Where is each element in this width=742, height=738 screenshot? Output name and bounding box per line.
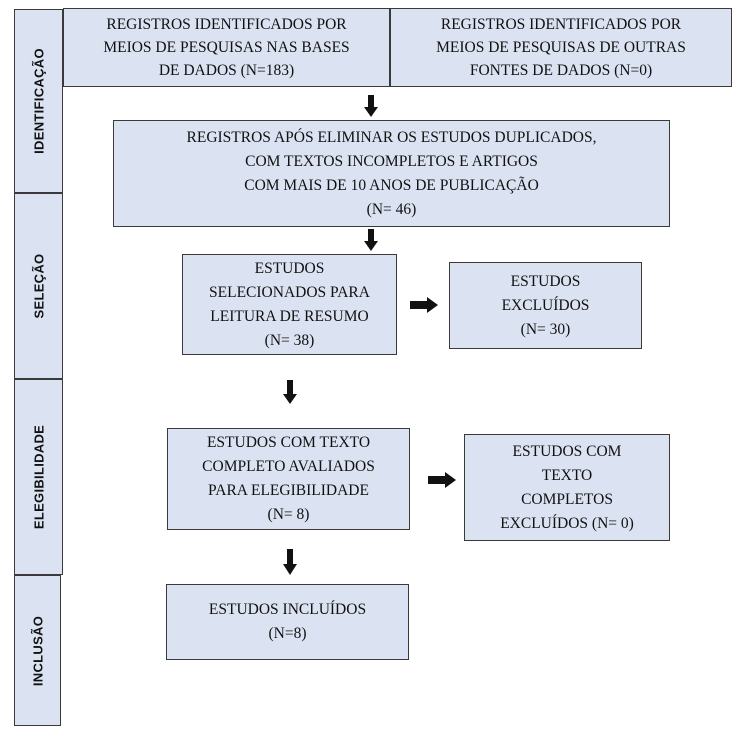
box-included-line-1: ESTUDOS INCLUÍDOS	[208, 601, 367, 618]
box-other-sources-line-3: FONTES DE DADOS (N=0)	[469, 62, 653, 79]
box-after-duplicates-line-2: COM TEXTOS INCOMPLETOS E ARTIGOS	[245, 152, 538, 170]
box-included: ESTUDOS INCLUÍDOS (N=8)	[166, 584, 409, 660]
arrow-down-1	[364, 95, 378, 117]
box-after-duplicates-line-1: REGISTROS APÓS ELIMINAR OS ESTUDOS DUPLI…	[186, 128, 597, 146]
box-fulltext-assessed: ESTUDOS COM TEXTO COMPLETO AVALIADOS PAR…	[167, 428, 410, 530]
box-included-line-2: (N=8)	[268, 625, 307, 642]
box-abstract-screening-line-4: (N= 38)	[264, 331, 315, 349]
box-fulltext-excluded-line-3: COMPLETOS	[521, 490, 613, 508]
box-fulltext-assessed-line-1: ESTUDOS COM TEXTO	[206, 434, 371, 451]
box-fulltext-excluded-line-1: ESTUDOS COM	[512, 442, 622, 460]
stage-elegibilidade: ELEGIBILIDADE	[14, 379, 63, 575]
box-after-duplicates-line-4: (N= 46)	[366, 200, 417, 218]
box-other-sources: REGISTROS IDENTIFICADOS POR MEIOS DE PES…	[390, 8, 732, 87]
box-other-sources-line-2: MEIOS DE PESQUISAS DE OUTRAS	[436, 39, 686, 56]
arrow-down-2	[364, 229, 378, 251]
box-abstract-screening-line-2: SELECIONADOS PARA	[209, 283, 370, 301]
box-fulltext-assessed-line-4: (N= 8)	[267, 506, 310, 523]
arrow-right-1	[410, 297, 438, 313]
box-excluded-screening: ESTUDOS EXCLUÍDOS (N= 30)	[449, 262, 642, 349]
box-databases-line-2: MEIOS DE PESQUISAS NAS BASES	[103, 39, 350, 56]
box-fulltext-assessed-line-3: PARA ELEGIBILIDADE	[208, 482, 369, 499]
box-fulltext-assessed-line-2: COMPLETO AVALIADOS	[202, 458, 375, 475]
stage-label-elegibilidade: ELEGIBILIDADE	[31, 424, 46, 530]
box-abstract-screening-line-1: ESTUDOS	[254, 259, 325, 277]
box-databases-line-1: REGISTROS IDENTIFICADOS POR	[106, 16, 347, 33]
box-after-duplicates-line-3: COM MAIS DE 10 ANOS DE PUBLICAÇÃO	[244, 176, 539, 194]
box-databases-line-3: DE DADOS (N=183)	[158, 62, 295, 79]
stage-selecao: SELEÇÃO	[14, 193, 63, 379]
box-abstract-screening-line-3: LEITURA DE RESUMO	[210, 307, 369, 325]
box-fulltext-excluded-line-2: TEXTO	[541, 466, 593, 484]
box-excluded-screening-line-1: ESTUDOS	[510, 272, 581, 290]
stage-identificacao: IDENTIFICAÇÃO	[14, 9, 63, 193]
box-fulltext-excluded: ESTUDOS COM TEXTO COMPLETOS EXCLUÍDOS (N…	[464, 434, 670, 541]
arrow-down-4	[283, 549, 297, 575]
box-excluded-screening-line-3: (N= 30)	[520, 320, 571, 338]
box-after-duplicates: REGISTROS APÓS ELIMINAR OS ESTUDOS DUPLI…	[113, 120, 670, 227]
box-databases: REGISTROS IDENTIFICADOS POR MEIOS DE PES…	[63, 8, 390, 87]
box-other-sources-line-1: REGISTROS IDENTIFICADOS POR	[440, 16, 682, 33]
arrow-down-3	[283, 380, 297, 404]
arrow-right-2	[428, 472, 456, 488]
box-excluded-screening-line-2: EXCLUÍDOS	[501, 296, 590, 314]
stage-label-identificacao: IDENTIFICAÇÃO	[31, 48, 46, 154]
box-abstract-screening: ESTUDOS SELECIONADOS PARA LEITURA DE RES…	[182, 254, 397, 355]
stage-label-inclusao: INCLUSÃO	[30, 615, 45, 686]
stage-inclusao: INCLUSÃO	[14, 575, 61, 726]
stage-label-selecao: SELEÇÃO	[31, 253, 46, 319]
box-fulltext-excluded-line-4: EXCLUÍDOS (N= 0)	[500, 514, 634, 532]
